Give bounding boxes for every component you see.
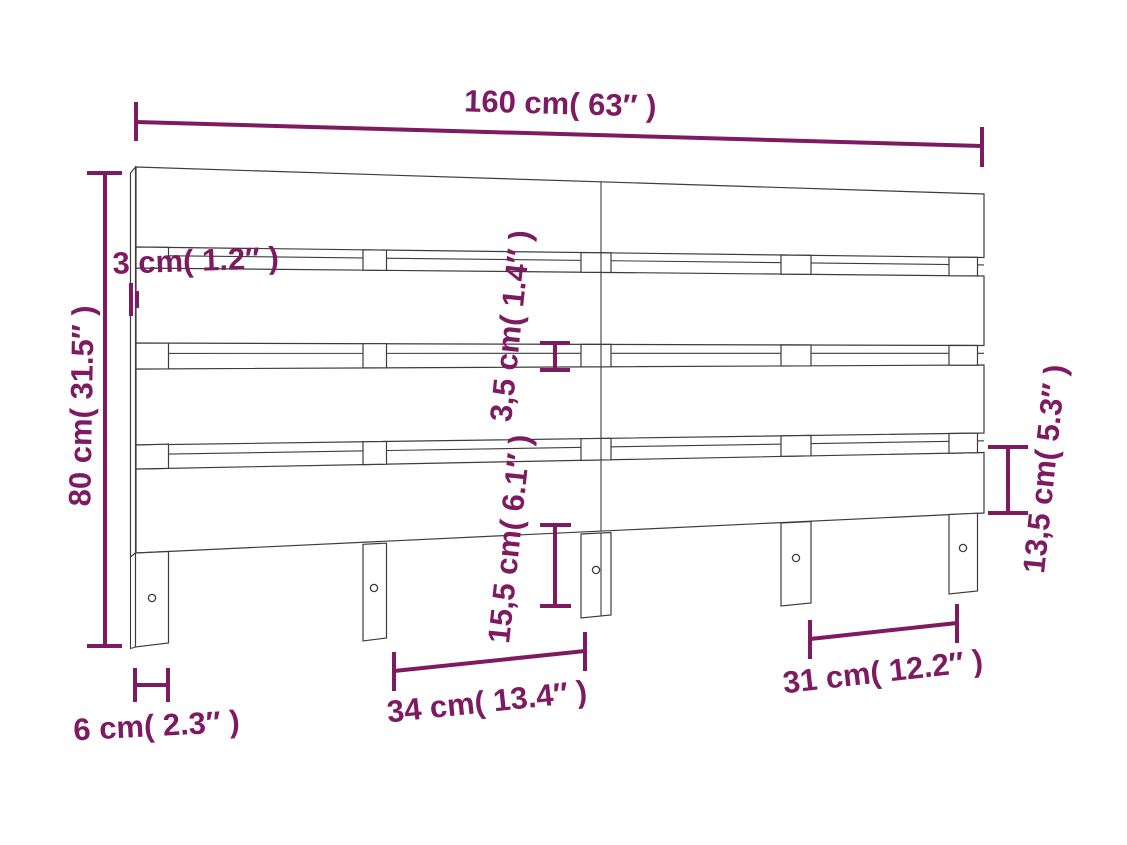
leg-5 — [948, 512, 979, 595]
dim-slat-width-label: 13,5 cm( 5.3″ ) — [1016, 363, 1073, 575]
slat-3 — [135, 364, 985, 446]
headboard-drawing — [129, 165, 985, 650]
screw-hole — [958, 543, 968, 553]
dim-leg-spacing-middle: 34 cm( 13.4″ ) — [385, 632, 589, 729]
gap-post-patches — [135, 246, 979, 470]
slat-2 — [135, 267, 985, 347]
dim-leg-width-label: 6 cm( 2.3″ ) — [72, 704, 240, 748]
side-edge-sliver — [129, 165, 137, 559]
dim-slat-width: 13,5 cm( 5.3″ ) — [988, 363, 1073, 575]
dim-overall-height: 80 cm( 31.5″ ) — [62, 171, 122, 648]
dim-overall-width-label: 160 cm( 63″ ) — [464, 83, 657, 123]
leg-4 — [780, 520, 812, 607]
slat-4 — [135, 451, 985, 554]
dim-leg-width: 6 cm( 2.3″ ) — [72, 668, 240, 747]
dim-board-thickness: 3 cm( 1.2″ ) — [112, 240, 280, 316]
dim-overall-width: 160 cm( 63″ ) — [134, 83, 984, 167]
gap-back-edges — [135, 254, 985, 456]
leg-1-side-sliver — [129, 557, 136, 650]
screw-hole — [369, 583, 379, 593]
leg-3 — [580, 531, 612, 619]
legs — [129, 512, 979, 650]
screw-hole — [591, 565, 601, 575]
screw-hole — [147, 593, 157, 603]
dim-overall-height-label: 80 cm( 31.5″ ) — [62, 305, 101, 507]
screw-hole — [791, 553, 801, 563]
dim-board-thickness-label: 3 cm( 1.2″ ) — [112, 240, 280, 281]
dim-leg-spacing-right: 31 cm( 12.2″ ) — [781, 604, 985, 700]
dim-leg-spacing-middle-label: 34 cm( 13.4″ ) — [385, 674, 589, 730]
